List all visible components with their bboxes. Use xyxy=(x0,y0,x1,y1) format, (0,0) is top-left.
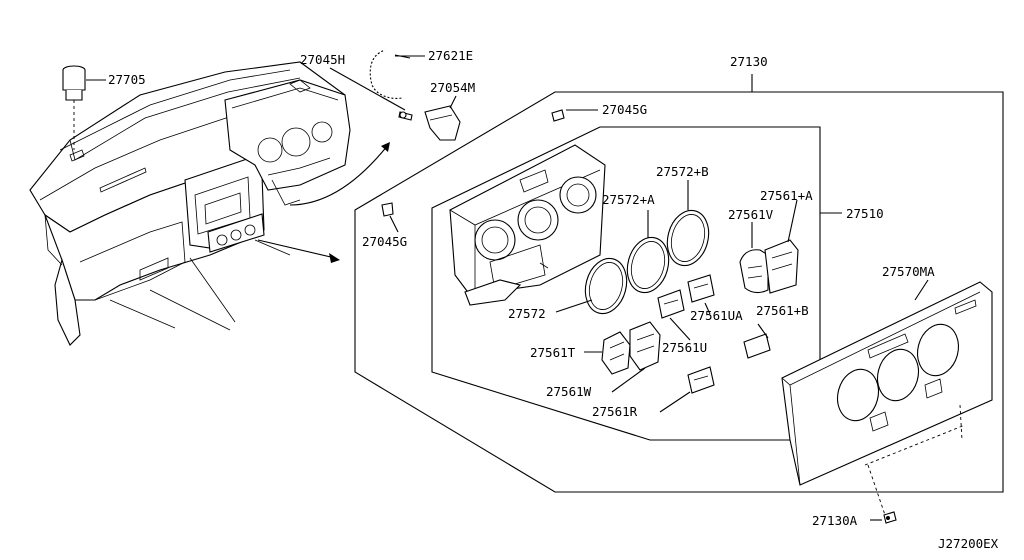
arrow-to-panel xyxy=(289,144,389,206)
button-27561B xyxy=(743,333,771,359)
label-27045G-top: 27045G xyxy=(602,102,647,117)
ring-27572 xyxy=(584,257,628,315)
label-27561UA: 27561UA xyxy=(690,308,743,323)
arrow-to-assembly xyxy=(257,239,336,259)
part-27054M-sensor xyxy=(424,105,461,141)
part-27045H-screw xyxy=(398,111,413,121)
label-27561W: 27561W xyxy=(546,384,592,399)
label-27561U: 27561U xyxy=(662,340,707,355)
label-27045H: 27045H xyxy=(300,52,345,67)
label-27130: 27130 xyxy=(730,54,768,69)
button-27561A xyxy=(764,239,799,294)
label-27561B: 27561+B xyxy=(756,303,809,318)
ring-27572B xyxy=(666,209,710,267)
label-27510: 27510 xyxy=(846,206,884,221)
label-27561T: 27561T xyxy=(530,345,576,360)
button-27561R xyxy=(687,366,715,394)
label-27572: 27572 xyxy=(508,306,546,321)
diagram-code: J27200EX xyxy=(938,536,999,551)
button-27561V xyxy=(739,249,769,294)
label-27705: 27705 xyxy=(108,72,146,87)
part-27705 xyxy=(62,65,86,150)
button-27561T xyxy=(601,331,631,375)
part-27130A-screw xyxy=(883,511,897,524)
label-27054M: 27054M xyxy=(430,80,475,95)
dashboard-assembly xyxy=(29,61,351,346)
part-27045G-clip-left xyxy=(381,202,399,233)
button-27561UA xyxy=(687,274,715,303)
panel-27570MA xyxy=(781,281,993,516)
label-27572B: 27572+B xyxy=(656,164,709,179)
button-27561U xyxy=(657,289,685,319)
label-27045G-left: 27045G xyxy=(362,234,407,249)
label-27561A: 27561+A xyxy=(760,188,813,203)
heater-control-unit xyxy=(449,144,606,306)
part-27045G-clip-top xyxy=(551,109,565,122)
label-27561V: 27561V xyxy=(728,207,774,222)
label-27621E: 27621E xyxy=(428,48,473,63)
label-27561R: 27561R xyxy=(592,404,638,419)
label-27572A: 27572+A xyxy=(602,192,655,207)
label-27130A: 27130A xyxy=(812,513,858,528)
outer-frame-27130 xyxy=(354,91,1004,493)
button-27561W xyxy=(629,321,661,371)
part-27621E-hose xyxy=(367,47,411,101)
ring-27572A xyxy=(626,236,670,294)
label-27570MA: 27570MA xyxy=(882,264,935,279)
